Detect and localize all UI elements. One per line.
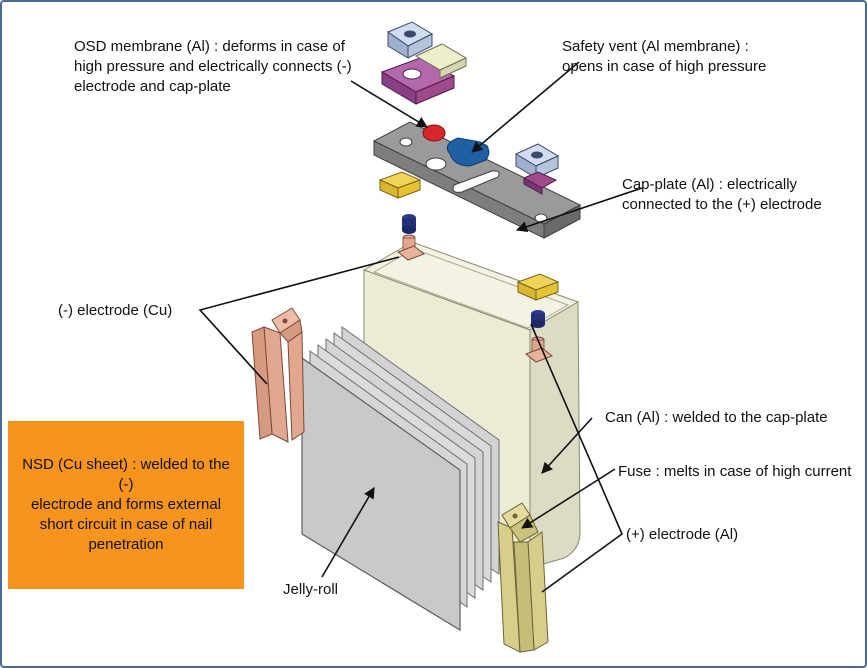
label-nsd: NSD (Cu sheet) : welded to the (-) elect… <box>22 456 230 553</box>
label-jelly-roll: Jelly-roll <box>283 581 339 598</box>
terminal-parts-upper <box>380 21 560 195</box>
jelly-roll <box>301 326 500 632</box>
positive-electrode-al <box>497 502 549 653</box>
label-osd-membrane: OSD membrane (Al) : deforms in case of h… <box>74 38 352 95</box>
label-positive-electrode: (+) electrode (Al) <box>626 526 739 543</box>
negative-electrode-cu <box>251 307 305 443</box>
nsd-callout-box: NSD (Cu sheet) : welded to the (-) elect… <box>8 421 244 589</box>
label-negative-electrode: (-) electrode (Cu) <box>58 302 173 319</box>
label-fuse: Fuse : melts in case of high current <box>618 463 852 480</box>
negative-terminal-stack <box>378 171 425 261</box>
label-safety-vent: Safety vent (Al membrane) : opens in cas… <box>562 38 767 75</box>
label-can: Can (Al) : welded to the cap-plate <box>605 409 828 426</box>
label-cap-plate: Cap-plate (Al) : electrically connected … <box>622 176 822 213</box>
osd-membrane <box>422 124 446 142</box>
positive-terminal-stack <box>516 273 560 363</box>
leader-lines <box>198 61 643 593</box>
